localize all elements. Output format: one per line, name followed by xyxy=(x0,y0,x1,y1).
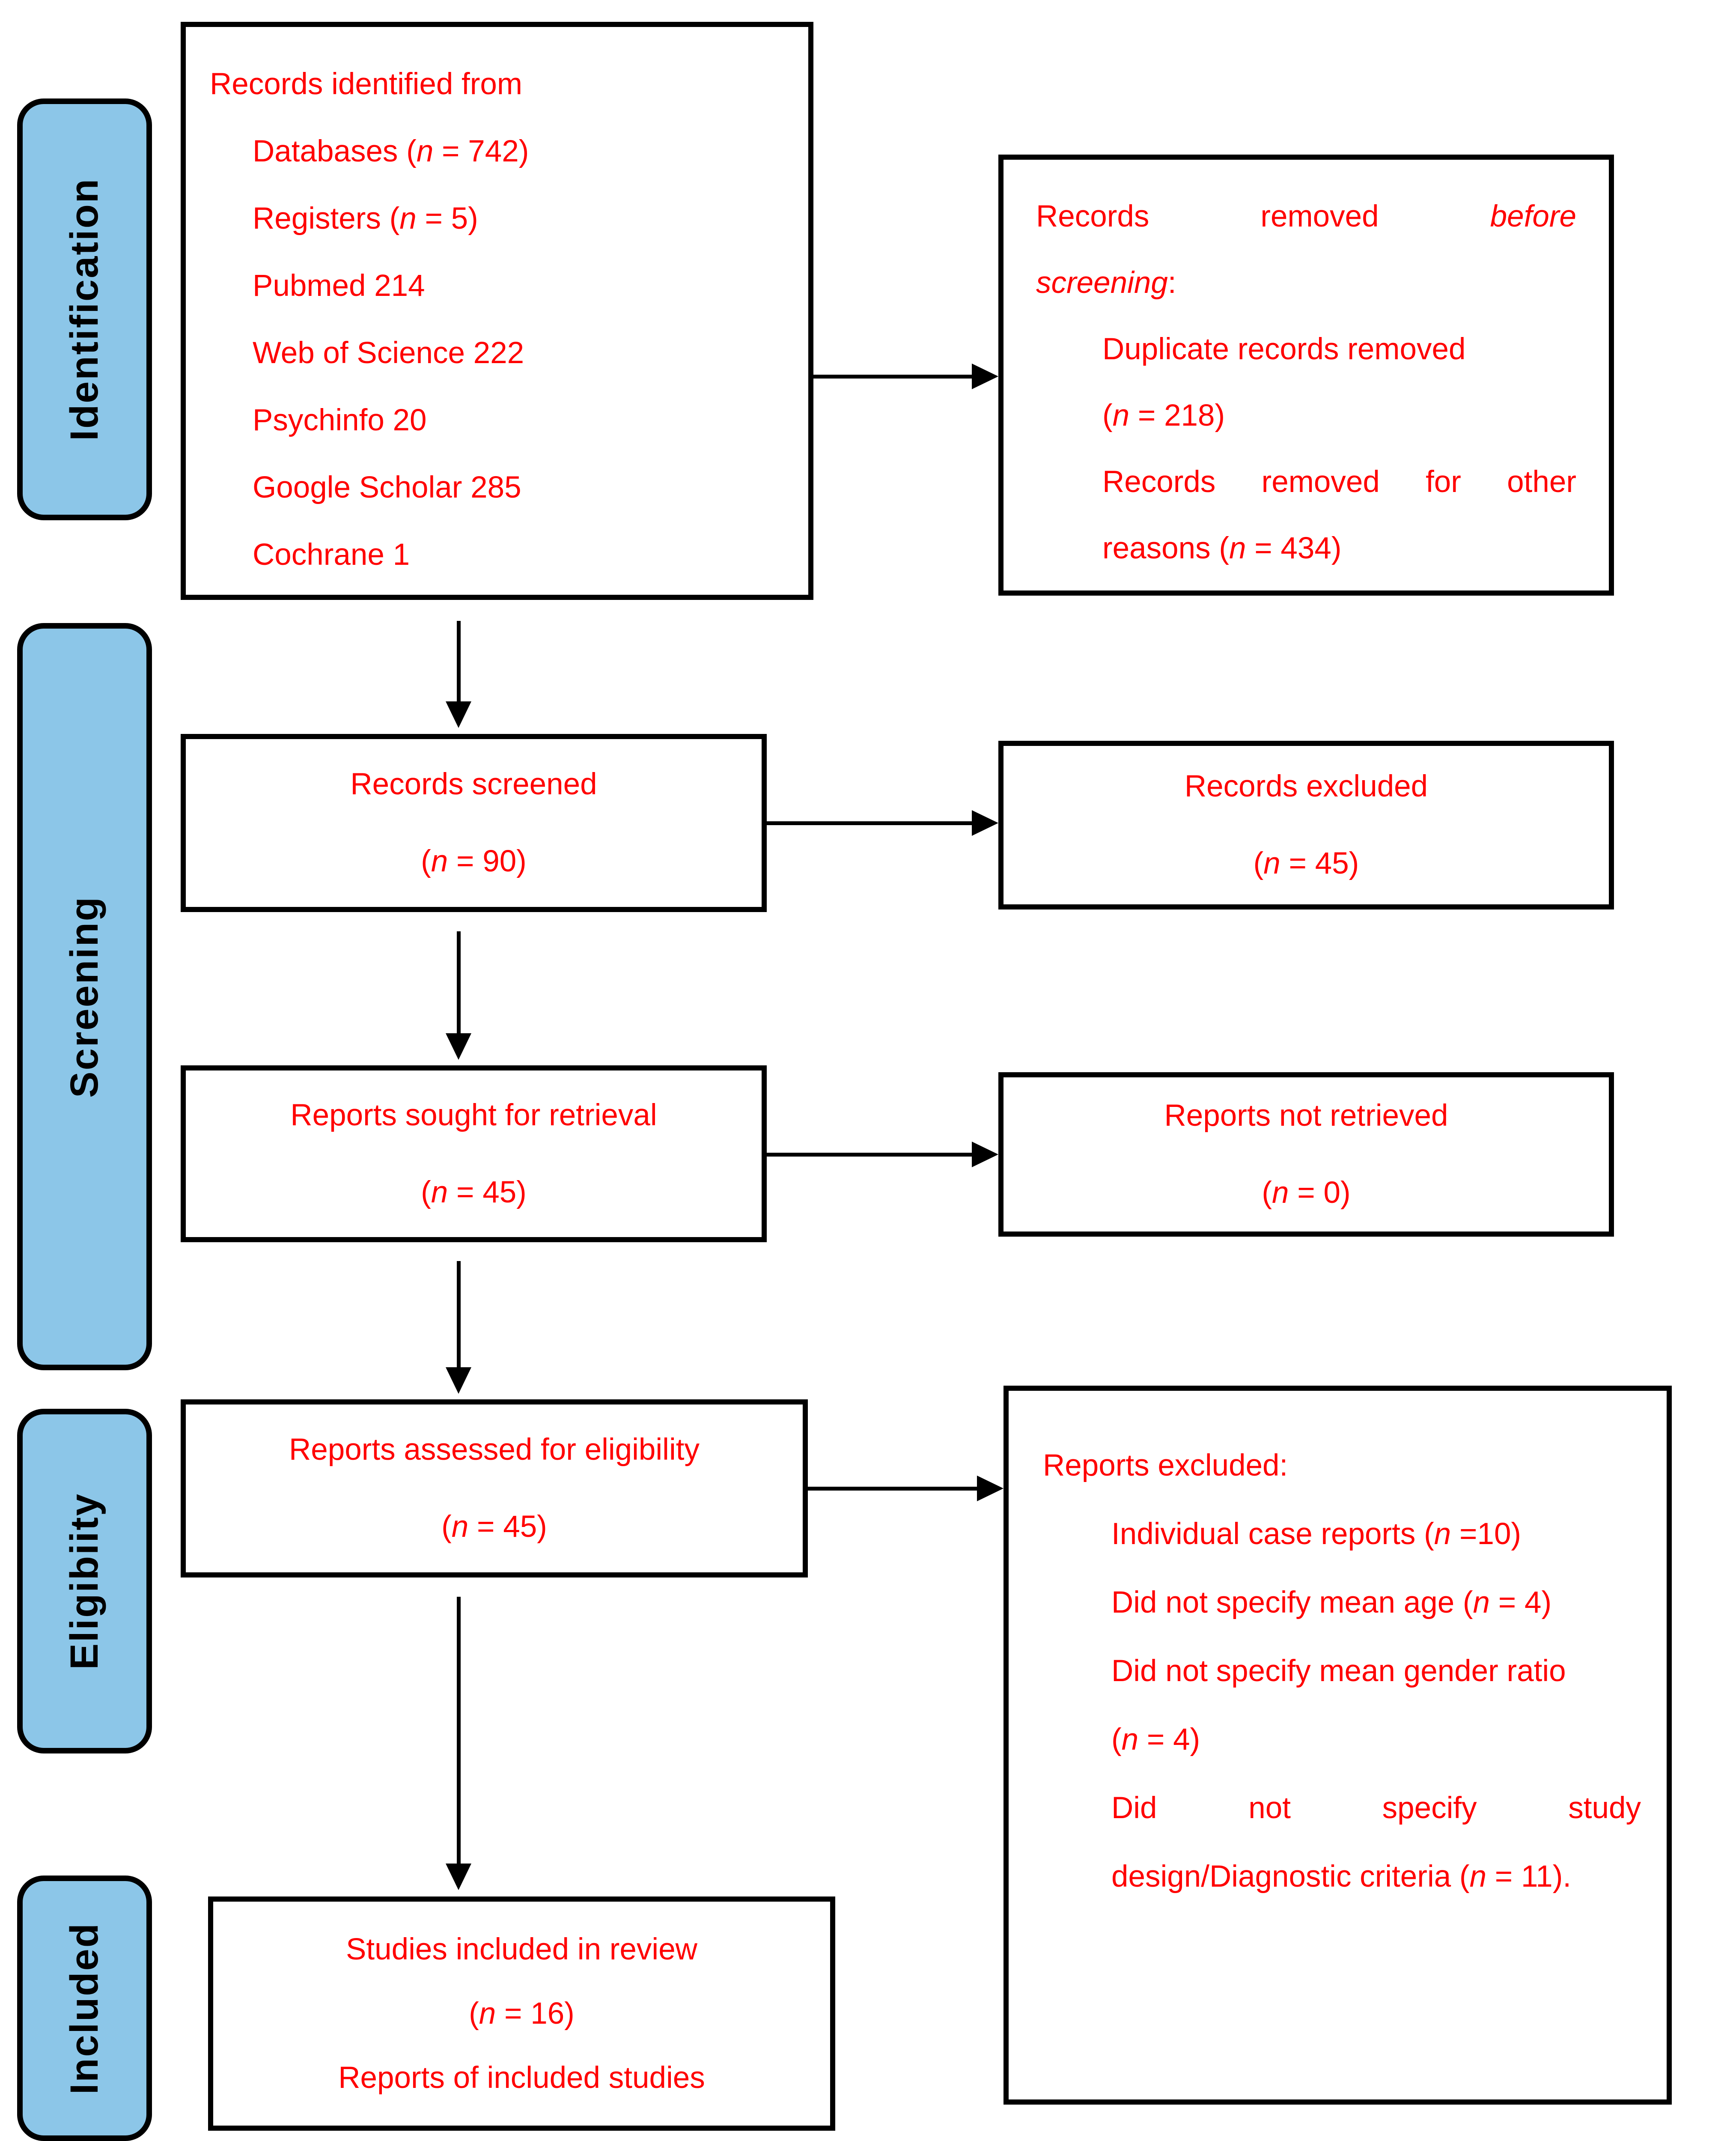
text-line: Reports sought for retrieval xyxy=(290,1098,657,1132)
arrow-stem xyxy=(808,1486,977,1491)
arrow-right-icon xyxy=(972,364,998,389)
box-reports-not-retrieved: Reports not retrieved (n = 0) xyxy=(998,1072,1614,1237)
text-line: (n = 16) xyxy=(469,1996,575,2031)
box-reports-assessed-for-eligibility: Reports assessed for eligibility (n = 45… xyxy=(181,1399,808,1577)
arrow-down-icon xyxy=(446,1367,471,1394)
text-line: Reports not retrieved xyxy=(1164,1099,1448,1133)
text-line: Reports assessed for eligibility xyxy=(289,1433,700,1467)
text-line: Databases (n = 742) xyxy=(253,134,529,168)
text-line: Records screened xyxy=(350,767,597,801)
arrow-screened-to-sought xyxy=(444,931,473,1060)
text-line: Did not specify mean gender ratio xyxy=(1111,1654,1566,1688)
text-line: Reports of included studies xyxy=(338,2060,705,2095)
arrow-down-icon xyxy=(446,1864,471,1890)
arrow-stem xyxy=(813,374,972,379)
stage-eligibility: Eligibiity xyxy=(17,1409,152,1753)
text-line: Studies included in review xyxy=(346,1932,697,1966)
text-line: Registers (n = 5) xyxy=(253,202,478,236)
text-line: screening: xyxy=(1036,266,1176,300)
text-line: Did not specify mean age (n = 4) xyxy=(1111,1586,1552,1619)
arrow-right-icon xyxy=(972,810,998,836)
arrow-sought-to-not-retrieved xyxy=(767,1141,998,1168)
text-line: (n = 90) xyxy=(421,844,527,878)
stage-identification: Identification xyxy=(17,98,152,520)
text-line: Duplicate records removed xyxy=(1102,332,1466,366)
text-line: Records identified from xyxy=(210,67,523,101)
arrow-down-icon xyxy=(446,1033,471,1060)
text-line: (n = 0) xyxy=(1262,1176,1351,1210)
text-line: Psychinfo 20 xyxy=(253,403,427,437)
text-line: Records excluded xyxy=(1184,769,1428,803)
text-line: Pubmed 214 xyxy=(253,269,425,303)
stage-included-label: Included xyxy=(63,1922,106,2095)
stage-eligibility-label: Eligibiity xyxy=(63,1492,106,1670)
text-line: design/Diagnostic criteria (n = 11). xyxy=(1111,1860,1572,1894)
stage-screening: Screening xyxy=(17,623,152,1370)
stage-included: Included xyxy=(17,1876,152,2141)
text-line: (n = 45) xyxy=(1253,847,1359,880)
text-line: reasons (n = 434) xyxy=(1102,531,1342,565)
text-line: Records removed before xyxy=(1036,200,1576,233)
box-records-screened: Records screened (n = 90) xyxy=(181,734,767,912)
arrow-stem xyxy=(456,1261,461,1367)
box-studies-included-in-review: Studies included in review (n = 16) Repo… xyxy=(208,1896,835,2131)
arrow-down-icon xyxy=(446,701,471,728)
arrow-stem xyxy=(456,1597,461,1864)
arrow-assessed-to-included xyxy=(444,1597,473,1890)
arrow-sought-to-assessed xyxy=(444,1261,473,1394)
arrow-right-icon xyxy=(977,1476,1003,1501)
stage-identification-label: Identification xyxy=(63,178,106,441)
box-records-removed-before-screening: Records removed before screening: Duplic… xyxy=(998,155,1614,596)
box-reports-excluded-reasons: Reports excluded: Individual case report… xyxy=(1003,1386,1672,2105)
arrow-screened-to-excluded xyxy=(767,809,998,837)
text-line: (n = 45) xyxy=(421,1175,527,1209)
text-line: Cochrane 1 xyxy=(253,538,410,572)
text-line: Google Scholar 285 xyxy=(253,471,521,504)
box-records-excluded: Records excluded (n = 45) xyxy=(998,741,1614,909)
box-reports-sought-for-retrieval: Reports sought for retrieval (n = 45) xyxy=(181,1065,767,1242)
text-line: Did not specify study xyxy=(1111,1791,1641,1825)
text-line: Records removed for other xyxy=(1102,465,1576,499)
text-line: (n = 4) xyxy=(1111,1723,1200,1756)
stage-screening-label: Screening xyxy=(63,895,106,1098)
text-line: (n = 218) xyxy=(1102,399,1225,432)
arrow-stem xyxy=(456,621,461,701)
text-line: (n = 45) xyxy=(441,1510,547,1544)
box-records-identified: Records identified from Databases (n = 7… xyxy=(181,22,813,600)
arrow-stem xyxy=(456,931,461,1033)
arrow-assessed-to-reports-excluded xyxy=(808,1475,1003,1502)
arrow-right-icon xyxy=(972,1142,998,1167)
arrow-stem xyxy=(767,821,972,825)
arrow-stem xyxy=(767,1152,972,1157)
text-line: Individual case reports (n =10) xyxy=(1111,1517,1522,1551)
arrow-identified-to-removed xyxy=(813,363,998,390)
text-line: Reports excluded: xyxy=(1043,1449,1288,1482)
text-line: Web of Science 222 xyxy=(253,336,524,370)
arrow-identified-to-screened xyxy=(444,621,473,728)
